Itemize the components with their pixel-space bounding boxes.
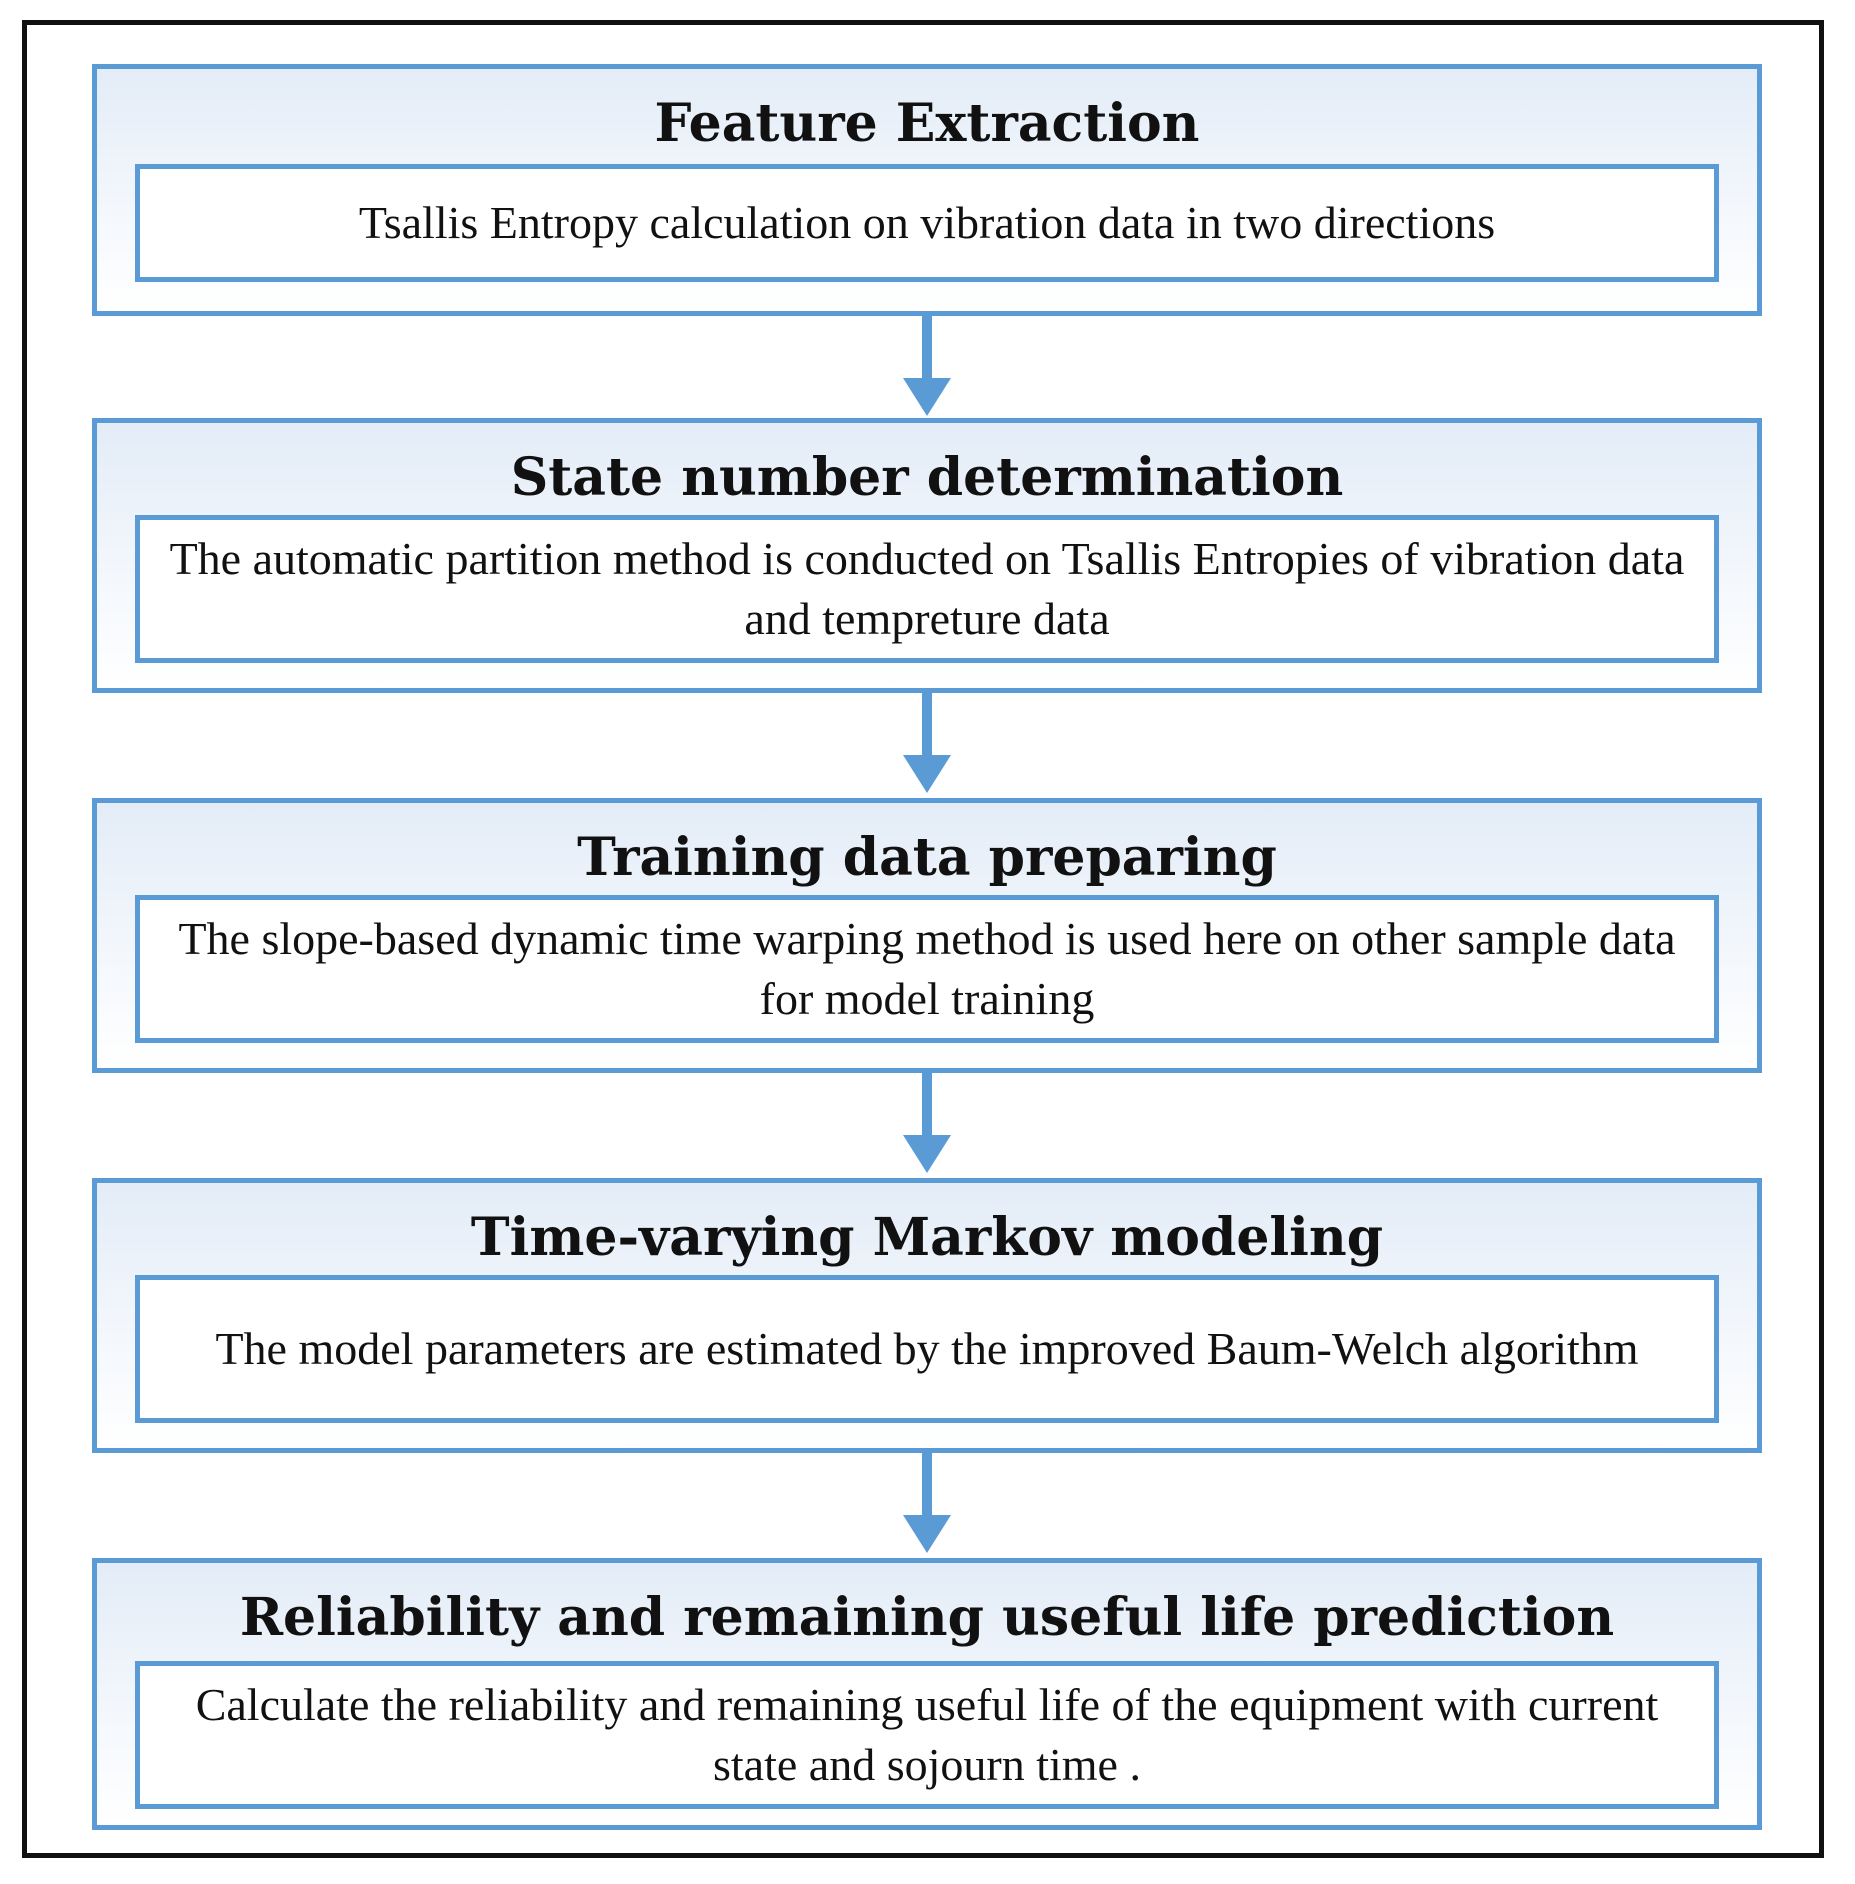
stage-description: Tsallis Entropy calculation on vibration… <box>135 164 1719 282</box>
flow-arrow-3 <box>903 1073 951 1173</box>
stage-title: Training data preparing <box>577 827 1277 888</box>
flow-arrow-4 <box>903 1453 951 1553</box>
stage-title: Feature Extraction <box>654 93 1200 154</box>
stage-training-data-preparing: Training data preparing The slope-based … <box>92 798 1762 1073</box>
stage-title: Reliability and remaining useful life pr… <box>239 1587 1615 1648</box>
flow-arrow-1 <box>903 316 951 416</box>
stage-time-varying-markov-modeling: Time-varying Markov modeling The model p… <box>92 1178 1762 1453</box>
stage-title: State number determination <box>510 447 1344 508</box>
stage-description: The automatic partition method is conduc… <box>135 515 1719 663</box>
stage-title: Time-varying Markov modeling <box>470 1207 1384 1268</box>
stage-description: The slope-based dynamic time warping met… <box>135 895 1719 1043</box>
stage-description: The model parameters are estimated by th… <box>135 1275 1719 1423</box>
stage-state-number-determination: State number determination The automatic… <box>92 418 1762 693</box>
stage-feature-extraction: Feature Extraction Tsallis Entropy calcu… <box>92 64 1762 316</box>
flow-arrow-2 <box>903 693 951 793</box>
stage-description: Calculate the reliability and remaining … <box>135 1661 1719 1809</box>
stage-reliability-rul-prediction: Reliability and remaining useful life pr… <box>92 1558 1762 1830</box>
